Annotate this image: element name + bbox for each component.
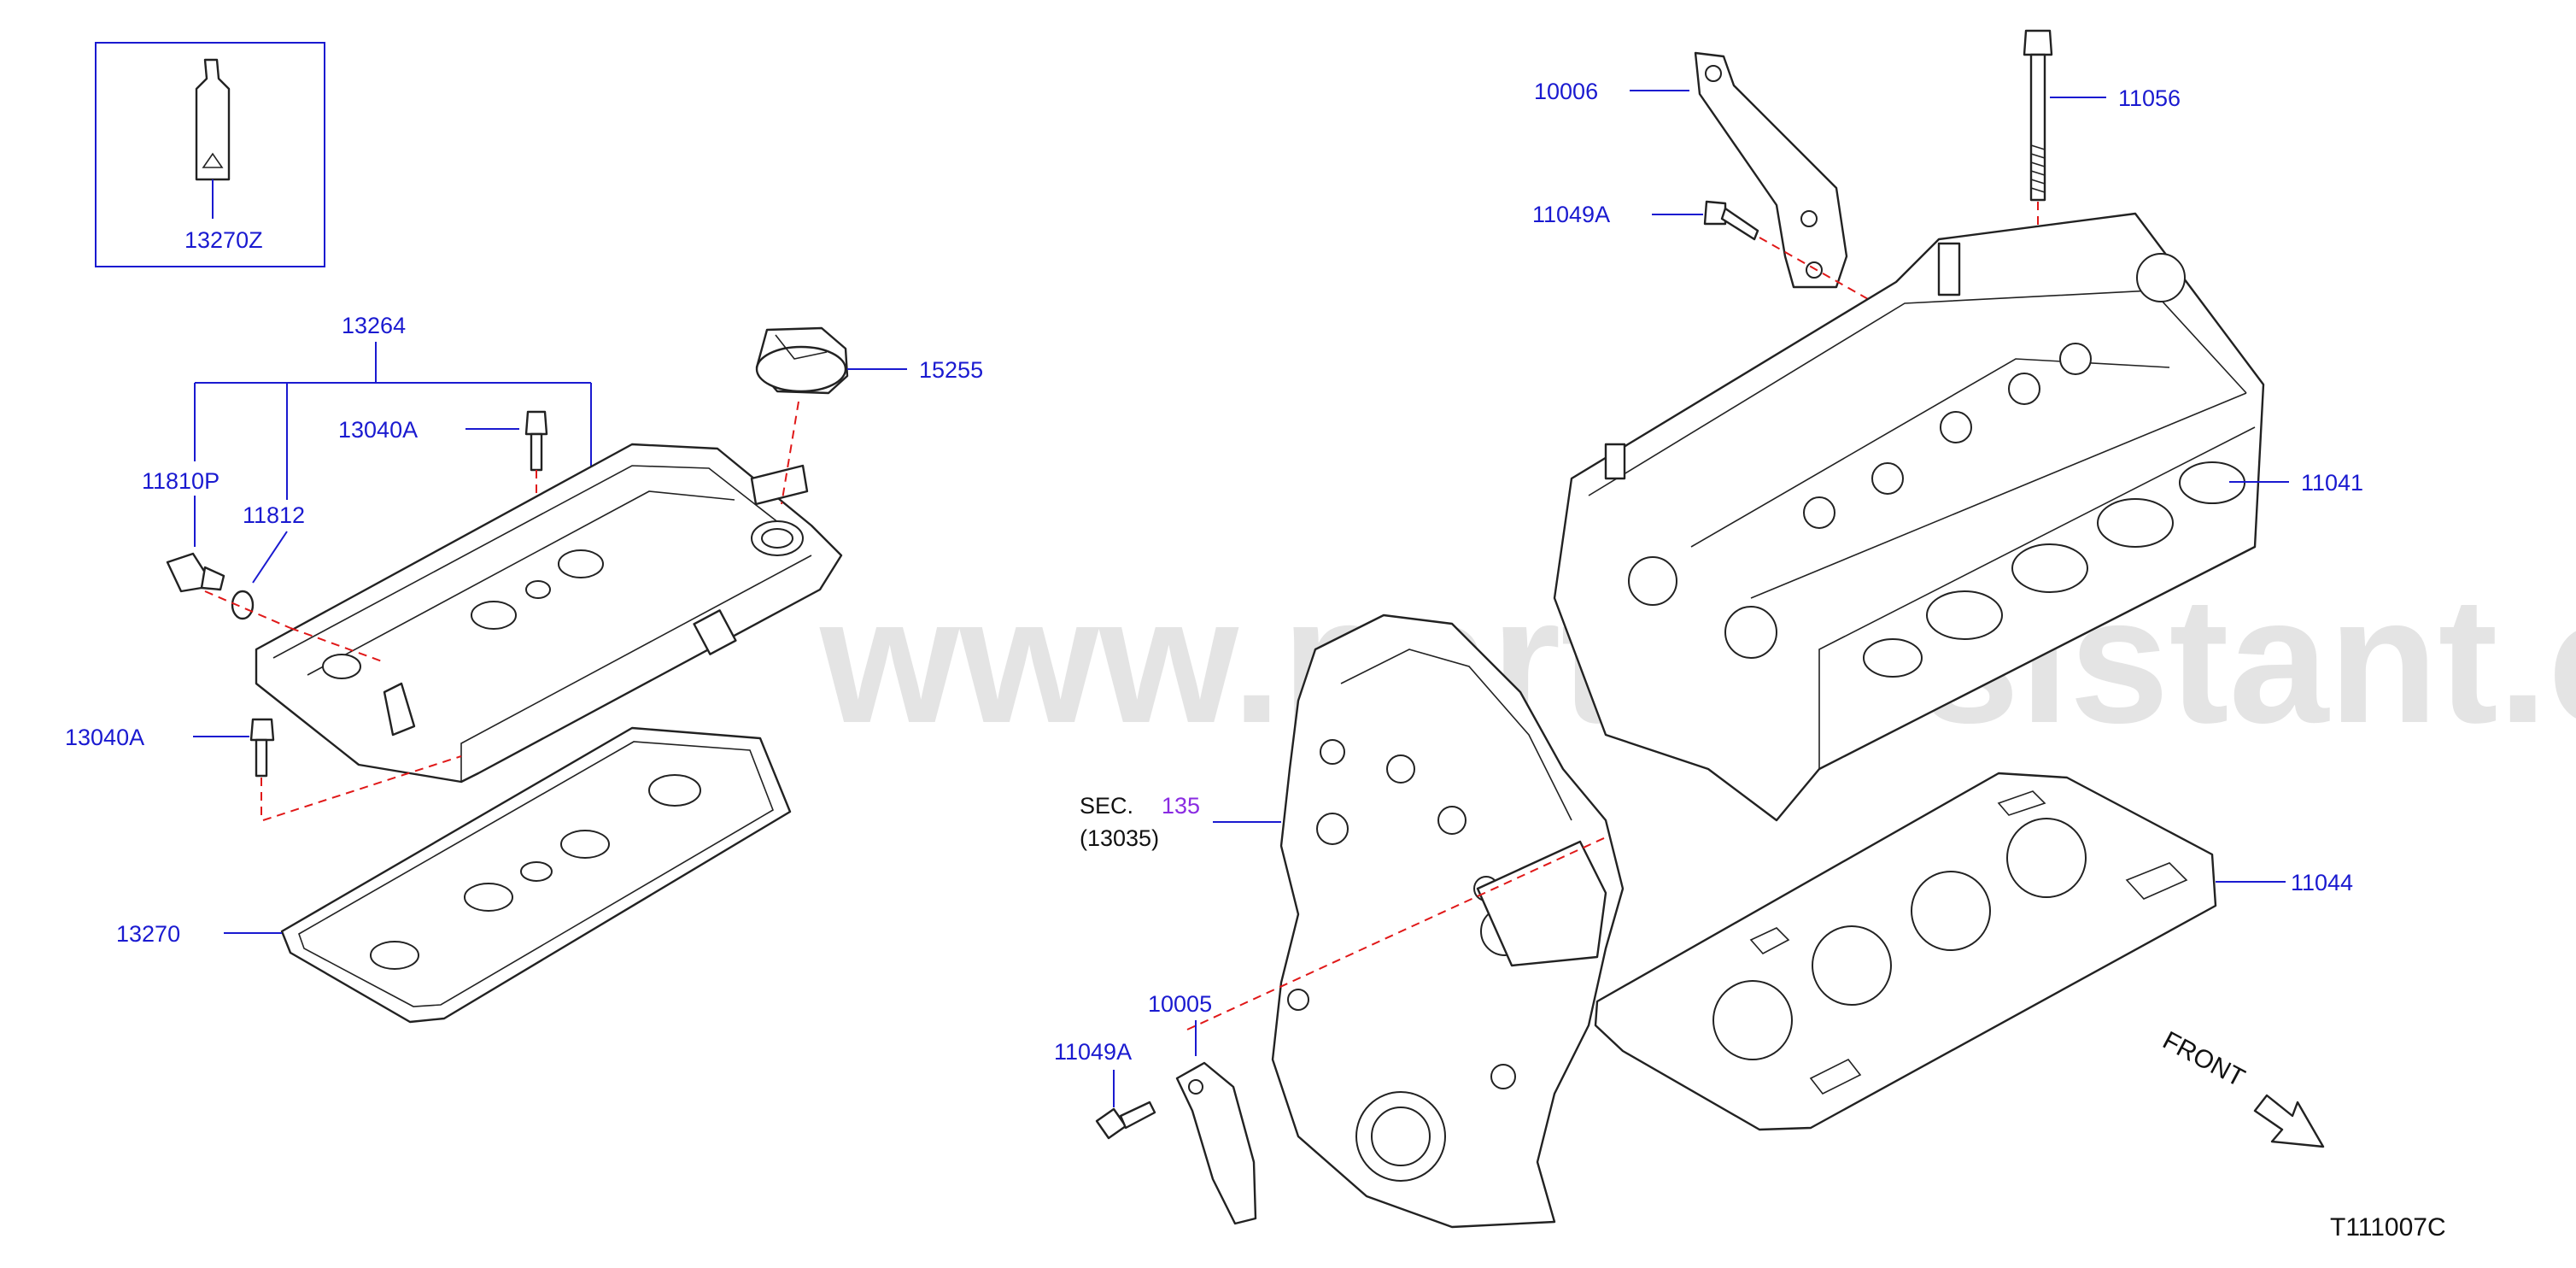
label-11812[interactable]: 11812 <box>243 502 305 528</box>
label-11049a-bottom[interactable]: 11049A <box>1054 1039 1132 1065</box>
label-13264[interactable]: 13264 <box>342 313 406 338</box>
bolt-11049a-bottom[interactable] <box>1095 1101 1156 1140</box>
front-arrow-icon <box>2253 1094 2325 1148</box>
label-11049a-top[interactable]: 11049A <box>1532 202 1610 227</box>
sealant-tube-13270z[interactable] <box>195 58 231 181</box>
label-11044[interactable]: 11044 <box>2291 870 2353 895</box>
oil-filler-cap-15255[interactable] <box>755 326 849 395</box>
cylinder-head-11041[interactable] <box>1553 212 2265 822</box>
rocker-cover-gasket-13270[interactable] <box>280 726 792 1024</box>
engine-slinger-10006[interactable] <box>1694 51 1848 289</box>
section-prefix: SEC. <box>1080 793 1133 819</box>
plate-10005[interactable] <box>1175 1061 1257 1225</box>
label-10006[interactable]: 10006 <box>1534 79 1598 104</box>
label-13270[interactable]: 13270 <box>116 921 180 947</box>
label-13040a-bottom[interactable]: 13040A <box>65 725 144 750</box>
section-sub: (13035) <box>1080 825 1159 851</box>
label-13040a-top[interactable]: 13040A <box>338 417 418 443</box>
head-bolt-11056[interactable] <box>2023 29 2053 202</box>
front-label: FRONT <box>2158 1026 2250 1093</box>
bolt-13040a-bottom[interactable] <box>249 718 275 778</box>
head-gasket-11044[interactable] <box>1594 772 2217 1131</box>
front-indicator: FRONT <box>2158 1026 2325 1148</box>
pcv-valve-11810p[interactable] <box>166 552 225 593</box>
label-11810p[interactable]: 11810P <box>142 468 220 494</box>
group-cylinder-head: 10006 11049A 11056 <box>1054 29 2363 1229</box>
o-ring-11812[interactable] <box>231 590 255 620</box>
group-13264: 13264 11810P 11812 13040A <box>65 313 983 1024</box>
inset-13270z: 13270Z <box>95 42 325 267</box>
label-13270z[interactable]: 13270Z <box>184 227 263 253</box>
label-15255[interactable]: 15255 <box>919 357 983 383</box>
label-10005[interactable]: 10005 <box>1148 991 1212 1017</box>
label-11041[interactable]: 11041 <box>2301 470 2363 496</box>
bolt-13040a-top[interactable] <box>524 410 548 472</box>
diagram-code: T111007C <box>2330 1213 2446 1242</box>
label-11056[interactable]: 11056 <box>2118 85 2181 111</box>
inset-frame <box>95 42 325 267</box>
front-cover-sec-135 <box>1271 613 1625 1229</box>
section-link-135[interactable]: 135 <box>1162 793 1200 819</box>
bolt-11049a-top[interactable] <box>1703 200 1759 241</box>
